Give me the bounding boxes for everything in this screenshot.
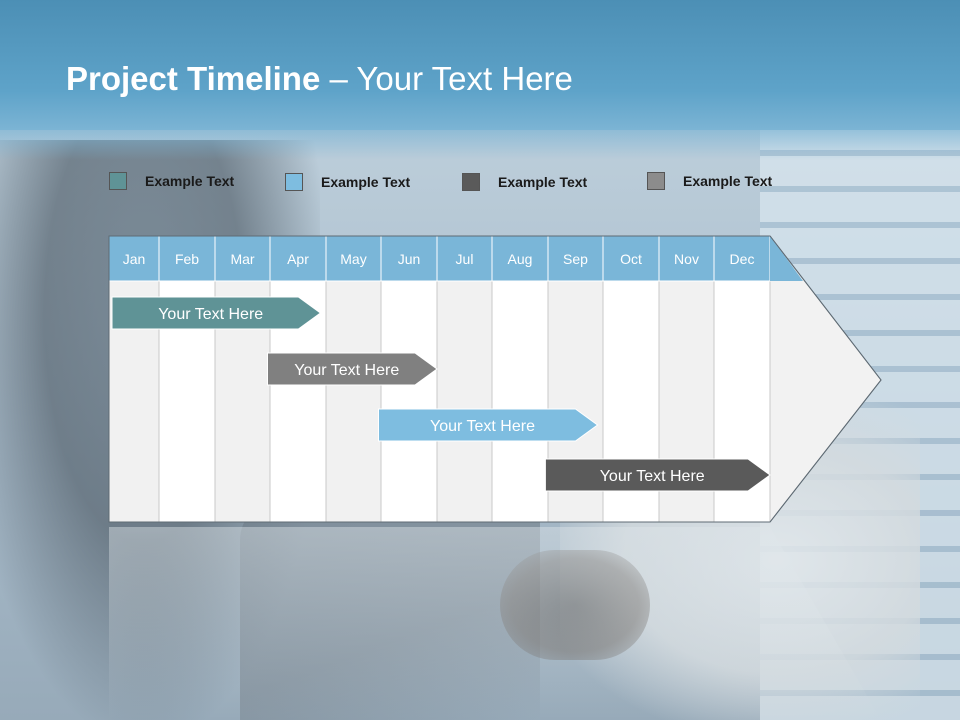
month-label-oct: Oct	[620, 251, 642, 267]
month-label-may: May	[340, 251, 366, 267]
title-band-fade	[0, 130, 960, 160]
month-label-jul: Jul	[456, 251, 474, 267]
month-header-sep	[547, 235, 604, 282]
month-header-may	[325, 235, 382, 282]
legend-label-4: Example Text	[683, 173, 773, 189]
month-label-jan: Jan	[123, 251, 146, 267]
month-column-jun	[380, 280, 438, 523]
legend-swatch-2	[285, 173, 303, 191]
timeline-reflection-tip	[770, 527, 881, 720]
title-band	[0, 0, 960, 130]
month-header-jun	[380, 235, 438, 282]
month-header-mar	[214, 235, 271, 282]
month-label-aug: Aug	[508, 251, 533, 267]
legend-label-1: Example Text	[145, 173, 235, 189]
month-column-aug	[491, 280, 549, 523]
timeline-arrow-outline	[108, 235, 882, 523]
legend-item-4: Example Text	[647, 171, 772, 191]
legend-item-3: Example Text	[462, 172, 587, 192]
task-label-4: Your Text Here	[600, 468, 705, 485]
month-column-jul	[436, 280, 493, 523]
month-header-oct	[602, 235, 660, 282]
month-column-may	[325, 280, 382, 523]
month-label-apr: Apr	[287, 251, 309, 267]
legend-label-2: Example Text	[321, 174, 411, 190]
month-header-jul	[436, 235, 493, 282]
month-header-dec	[713, 235, 771, 282]
task-label-3: Your Text Here	[430, 418, 535, 435]
task-bar-3	[378, 408, 599, 442]
month-header-nov	[658, 235, 715, 282]
legend-label-3: Example Text	[498, 174, 588, 190]
task-label-1: Your Text Here	[158, 306, 263, 323]
legend-item-2: Example Text	[285, 172, 410, 192]
page-title-rest: – Your Text Here	[320, 60, 573, 97]
month-label-sep: Sep	[563, 251, 588, 267]
task-bar-2	[267, 352, 438, 386]
month-label-dec: Dec	[730, 251, 755, 267]
page-title: Project Timeline – Your Text Here	[66, 60, 573, 98]
legend-item-1: Example Text	[109, 171, 234, 191]
timeline-reflection	[109, 527, 770, 720]
legend-swatch-3	[462, 173, 480, 191]
month-label-feb: Feb	[175, 251, 199, 267]
month-header-aug	[491, 235, 549, 282]
month-label-nov: Nov	[674, 251, 699, 267]
legend-swatch-4	[647, 172, 665, 190]
task-label-2: Your Text Here	[294, 362, 399, 379]
page-title-bold: Project Timeline	[66, 60, 321, 97]
task-bar-1	[111, 296, 322, 330]
legend-swatch-1	[109, 172, 127, 190]
month-label-jun: Jun	[398, 251, 421, 267]
month-label-mar: Mar	[230, 251, 254, 267]
month-header-apr	[269, 235, 327, 282]
task-bar-4	[544, 458, 771, 492]
